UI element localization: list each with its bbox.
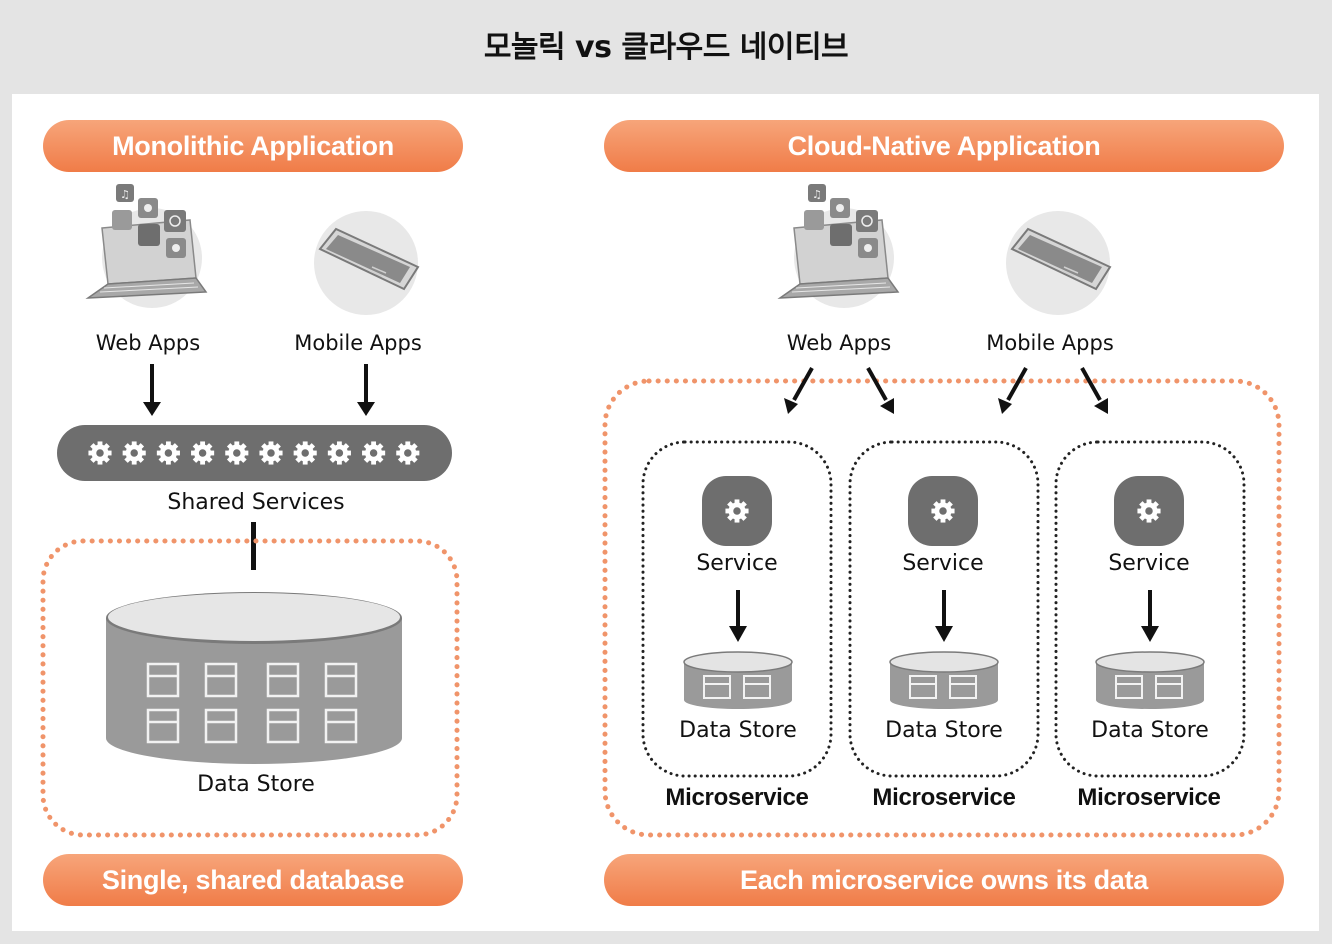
- microservice-2-data-store-label: Data Store: [885, 718, 1003, 743]
- gear-icon: [88, 441, 112, 465]
- shared-services-gears: [88, 441, 420, 465]
- microservice-1-data-store-label: Data Store: [679, 718, 797, 743]
- monolith-mobile-apps-label: Mobile Apps: [294, 331, 422, 355]
- cloud-native-header: Cloud-Native Application: [604, 120, 1284, 172]
- cloud-native-footer: Each microservice owns its data: [604, 854, 1284, 906]
- monolith-arrow-web: [140, 364, 164, 418]
- gear-icon: [931, 499, 955, 523]
- service-gear-icon: [1114, 476, 1184, 546]
- monolith-data-store-label: Data Store: [197, 772, 315, 797]
- gear-icon: [725, 499, 749, 523]
- microservice-2-arrow: [932, 590, 956, 644]
- monolith-footer: Single, shared database: [43, 854, 463, 906]
- gear-icon: [1137, 499, 1161, 523]
- service-gear-icon: [702, 476, 772, 546]
- laptop-icon: ♫: [774, 180, 904, 310]
- laptop-icon: ♫: [82, 180, 212, 310]
- monolith-arrow-mobile: [354, 364, 378, 418]
- cloud-native-boundary: [602, 378, 1282, 838]
- gear-icon: [156, 441, 180, 465]
- monolith-web-apps-label: Web Apps: [95, 331, 201, 355]
- monolith-header: Monolithic Application: [43, 120, 463, 172]
- microservice-boundary-2: [848, 440, 1040, 778]
- cloud-web-apps-label: Web Apps: [786, 331, 892, 355]
- svg-text:♫: ♫: [812, 188, 822, 201]
- microservice-3-label: Microservice: [1077, 784, 1221, 811]
- microservice-3-database-icon: [1094, 650, 1206, 710]
- microservice-1-database-icon: [682, 650, 794, 710]
- gear-icon: [396, 441, 420, 465]
- gear-icon: [293, 441, 317, 465]
- svg-text:♫: ♫: [120, 188, 130, 201]
- gear-icon: [362, 441, 386, 465]
- microservice-2-label: Microservice: [872, 784, 1016, 811]
- microservice-boundary-3: [1054, 440, 1246, 778]
- microservice-2-service-label: Service: [902, 551, 984, 576]
- diagram-canvas: [12, 94, 1319, 931]
- shared-services-label: Shared Services: [167, 490, 345, 515]
- microservice-3-arrow: [1138, 590, 1162, 644]
- gear-icon: [191, 441, 215, 465]
- microservice-3-service-label: Service: [1108, 551, 1190, 576]
- microservice-1-service-label: Service: [696, 551, 778, 576]
- cloud-mobile-apps-label: Mobile Apps: [986, 331, 1114, 355]
- gear-icon: [259, 441, 283, 465]
- microservice-3-data-store-label: Data Store: [1091, 718, 1209, 743]
- page-title: 모놀릭 vs 클라우드 네이티브: [483, 30, 849, 65]
- microservice-boundary-1: [641, 440, 833, 778]
- service-gear-icon: [908, 476, 978, 546]
- microservice-1-arrow: [726, 590, 750, 644]
- phone-icon: [306, 205, 426, 315]
- gear-icon: [122, 441, 146, 465]
- microservice-2-database-icon: [888, 650, 1000, 710]
- phone-icon: [998, 205, 1118, 315]
- shared-services-bar: [57, 425, 452, 481]
- gear-icon: [327, 441, 351, 465]
- cloud-arrows: [770, 362, 1130, 422]
- monolith-database-icon: [104, 590, 404, 770]
- services-to-db-connector: [251, 522, 256, 570]
- microservice-1-label: Microservice: [665, 784, 809, 811]
- gear-icon: [225, 441, 249, 465]
